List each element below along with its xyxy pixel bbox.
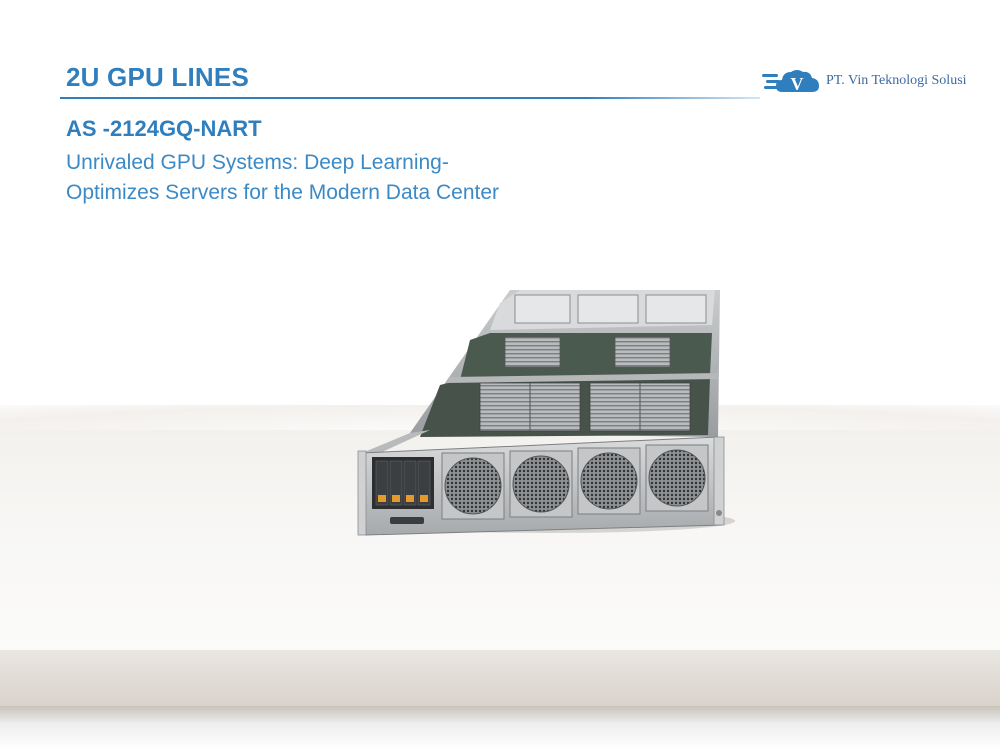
tagline-line-1: Unrivaled GPU Systems: Deep Learning- <box>66 151 449 174</box>
logo-letter: V <box>791 74 804 94</box>
slide-title: 2U GPU LINES <box>66 62 249 92</box>
title-underline <box>60 97 760 99</box>
tagline-line-2: Optimizes Servers for the Modern Data Ce… <box>66 181 500 204</box>
table-shadow <box>0 706 1000 750</box>
company-name: PT. Vin Teknologi Solusi <box>826 73 967 88</box>
cloud-v-icon: V <box>762 70 819 94</box>
table-edge <box>0 650 1000 706</box>
server-chassis-image <box>357 290 735 536</box>
front-fans <box>441 444 709 520</box>
model-number: AS -2124GQ-NART <box>66 116 262 141</box>
company-logo: V PT. Vin Teknologi Solusi <box>762 62 992 100</box>
product-tagline: Unrivaled GPU Systems: Deep Learning- Op… <box>66 148 686 208</box>
